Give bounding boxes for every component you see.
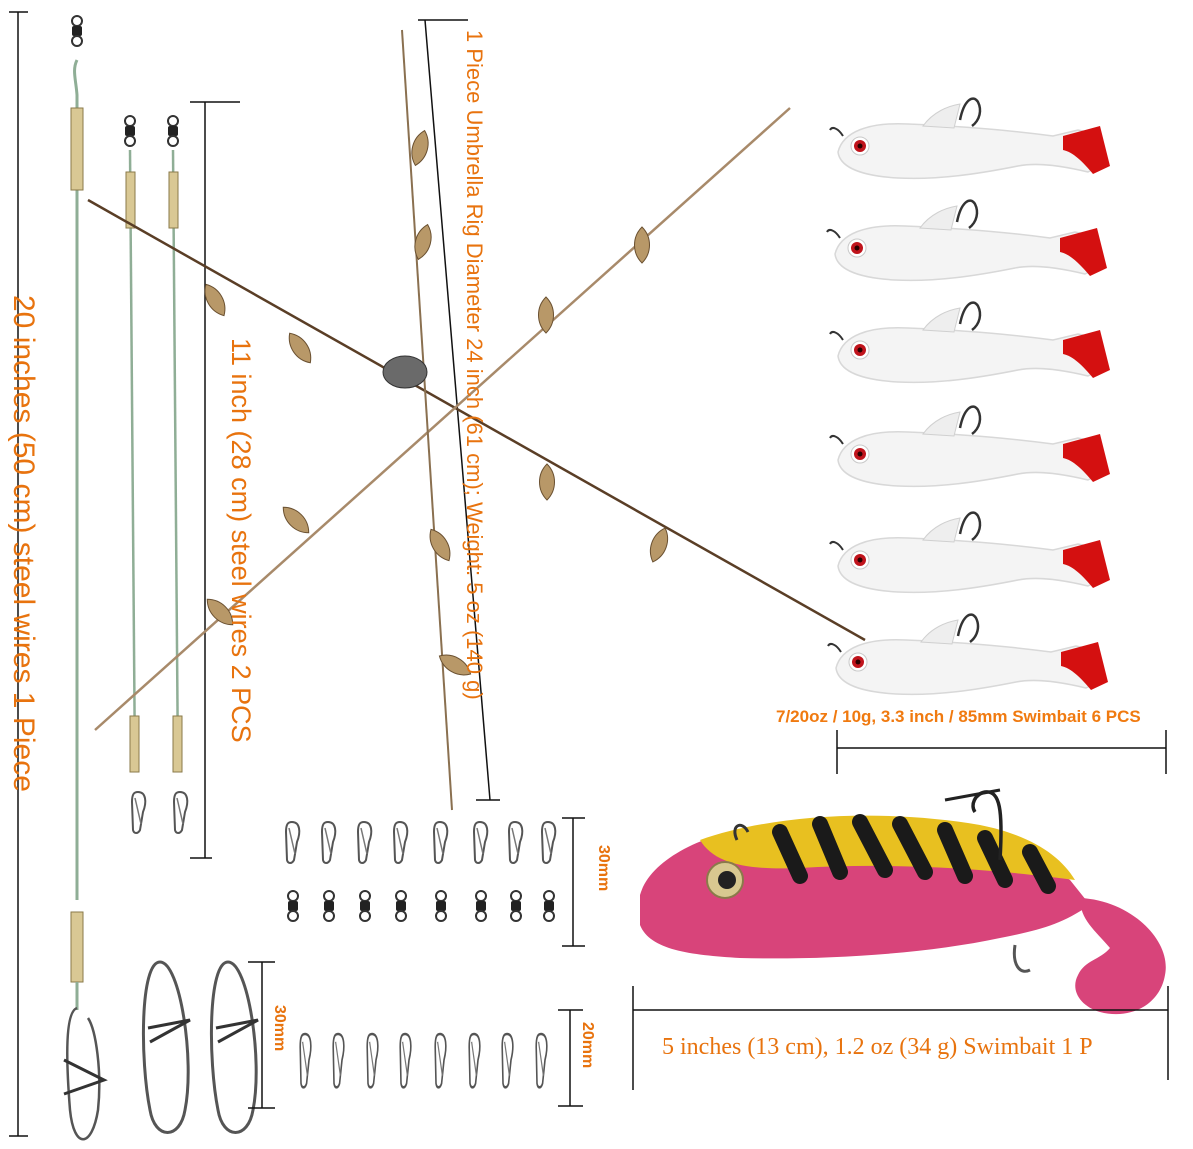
white-swimbait-label: 7/20oz / 10g, 3.3 inch / 85mm Swimbait 6… bbox=[776, 707, 1141, 726]
long-wire-label: 20 inches (50 cm) steel wires 1 Piece bbox=[7, 295, 40, 792]
umbrella-rig-label: 1 Piece Umbrella Rig Diameter 24 inch (6… bbox=[462, 30, 487, 700]
short-wire-label: 11 inch (28 cm) steel wires 2 PCS bbox=[226, 338, 256, 743]
snap-swivel-row bbox=[285, 817, 585, 947]
white-swimbaits bbox=[825, 97, 1167, 774]
large-snaps bbox=[141, 960, 275, 1134]
large-swimbait bbox=[632, 788, 1169, 1090]
long-steel-wire bbox=[9, 11, 108, 1141]
large-swimbait-label: 5 inches (13 cm), 1.2 oz (34 g) Swimbait… bbox=[662, 1034, 1093, 1060]
snap-swivel-size-label: 30mm bbox=[595, 845, 612, 892]
large-snap-size-label: 30mm bbox=[271, 1005, 288, 1052]
small-snaps bbox=[298, 1009, 583, 1107]
umbrella-rig bbox=[87, 19, 866, 811]
short-steel-wires bbox=[124, 101, 240, 859]
small-snap-size-label: 20mm bbox=[579, 1022, 596, 1069]
